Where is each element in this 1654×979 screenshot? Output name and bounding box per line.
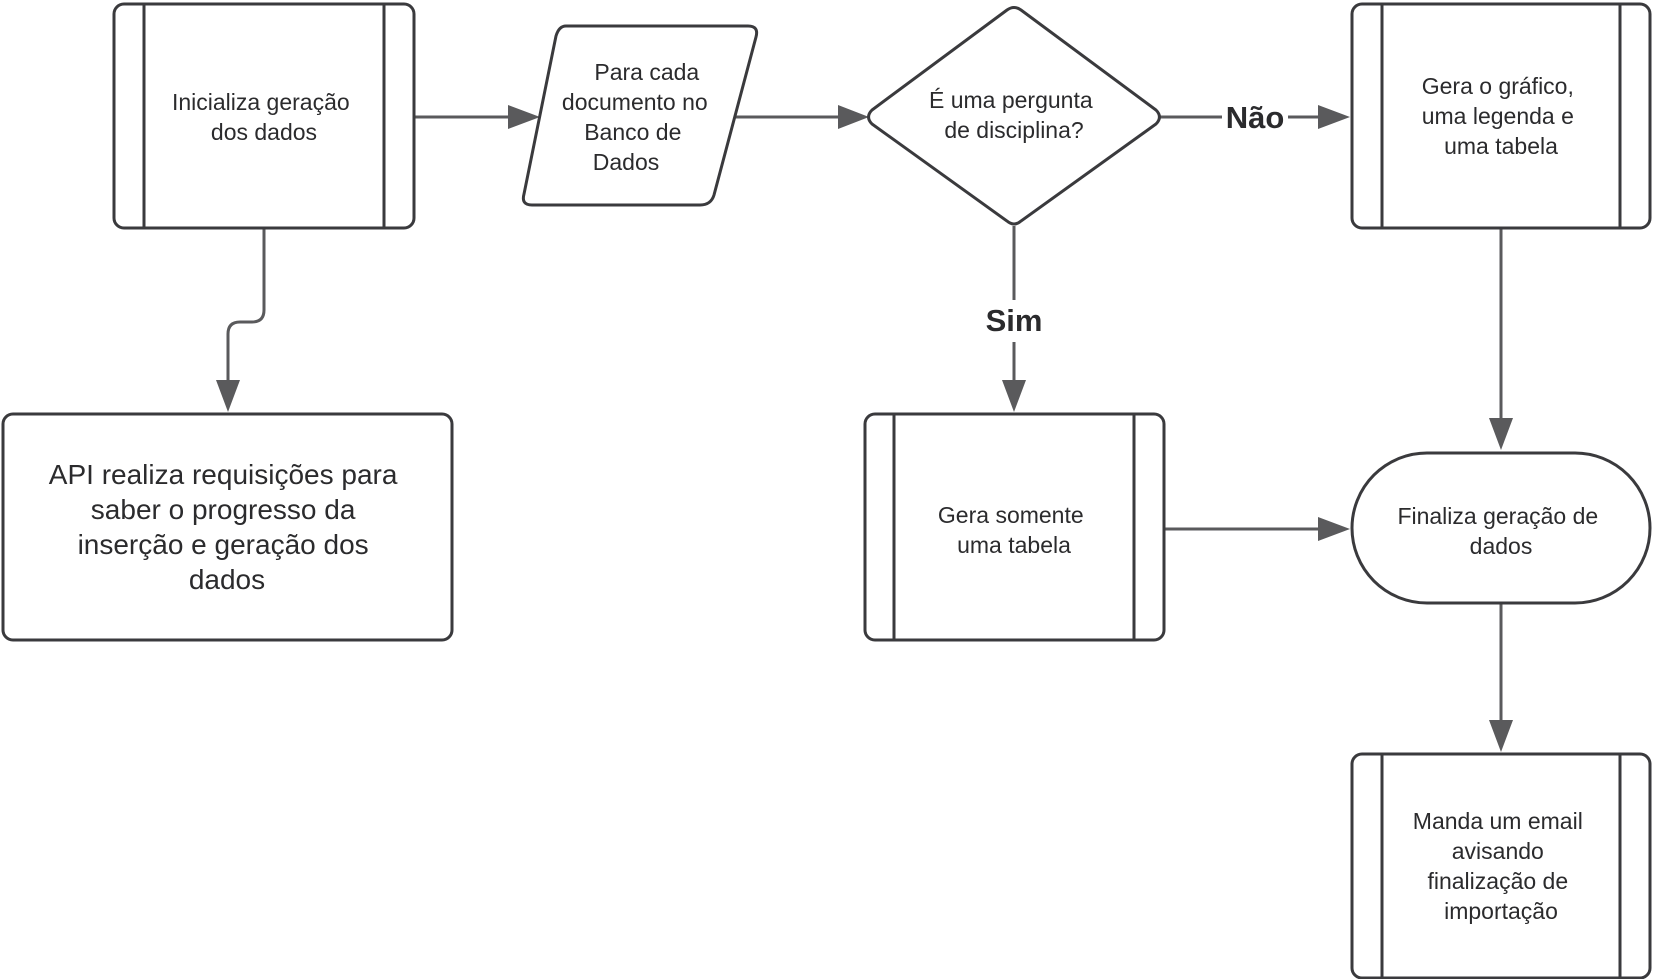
arrowhead-start-to-loop — [508, 105, 540, 129]
edge-labels: Não Sim — [980, 96, 1288, 342]
node-loop-label: Para cada documento no Banco de Dados — [562, 59, 714, 175]
node-api: API realiza requisições para saber o pro… — [1, 412, 454, 642]
node-email-label: Manda um email avisando finalização de i… — [1413, 808, 1589, 924]
edge-label-no: Não — [1226, 100, 1285, 135]
arrowhead-start-to-api — [216, 380, 240, 412]
node-api-label: API realiza requisições para saber o pro… — [49, 459, 405, 595]
node-finish-label: Finaliza geração de dados — [1397, 503, 1604, 559]
node-finish: Finaliza geração de dados — [1350, 451, 1652, 605]
node-table-only-label: Gera somente uma tabela — [938, 502, 1090, 558]
node-decision-label: É uma pergunta de disciplina? — [929, 87, 1099, 143]
edge-start-to-api — [226, 229, 266, 380]
node-email: Manda um email avisando finalização de i… — [1350, 752, 1652, 979]
arrowhead-chart-to-finish — [1489, 418, 1513, 450]
arrowhead-table-to-finish — [1318, 517, 1350, 541]
arrowhead-loop-to-decision — [838, 105, 869, 129]
node-table-only: Gera somente uma tabela — [863, 412, 1166, 642]
node-chart: Gera o gráfico, uma legenda e uma tabela — [1350, 2, 1652, 230]
edge-label-yes: Sim — [986, 303, 1043, 338]
node-loop: Para cada documento no Banco de Dados — [521, 24, 759, 207]
node-chart-label: Gera o gráfico, uma legenda e uma tabela — [1422, 73, 1581, 159]
arrowhead-finish-to-email — [1489, 720, 1513, 752]
arrowhead-decision-to-chart — [1318, 105, 1350, 129]
node-decision: É uma pergunta de disciplina? — [867, 6, 1161, 226]
node-start: Inicializa geração dos dados — [112, 2, 416, 230]
arrowhead-decision-to-table — [1002, 380, 1026, 412]
node-start-label: Inicializa geração dos dados — [172, 89, 356, 145]
